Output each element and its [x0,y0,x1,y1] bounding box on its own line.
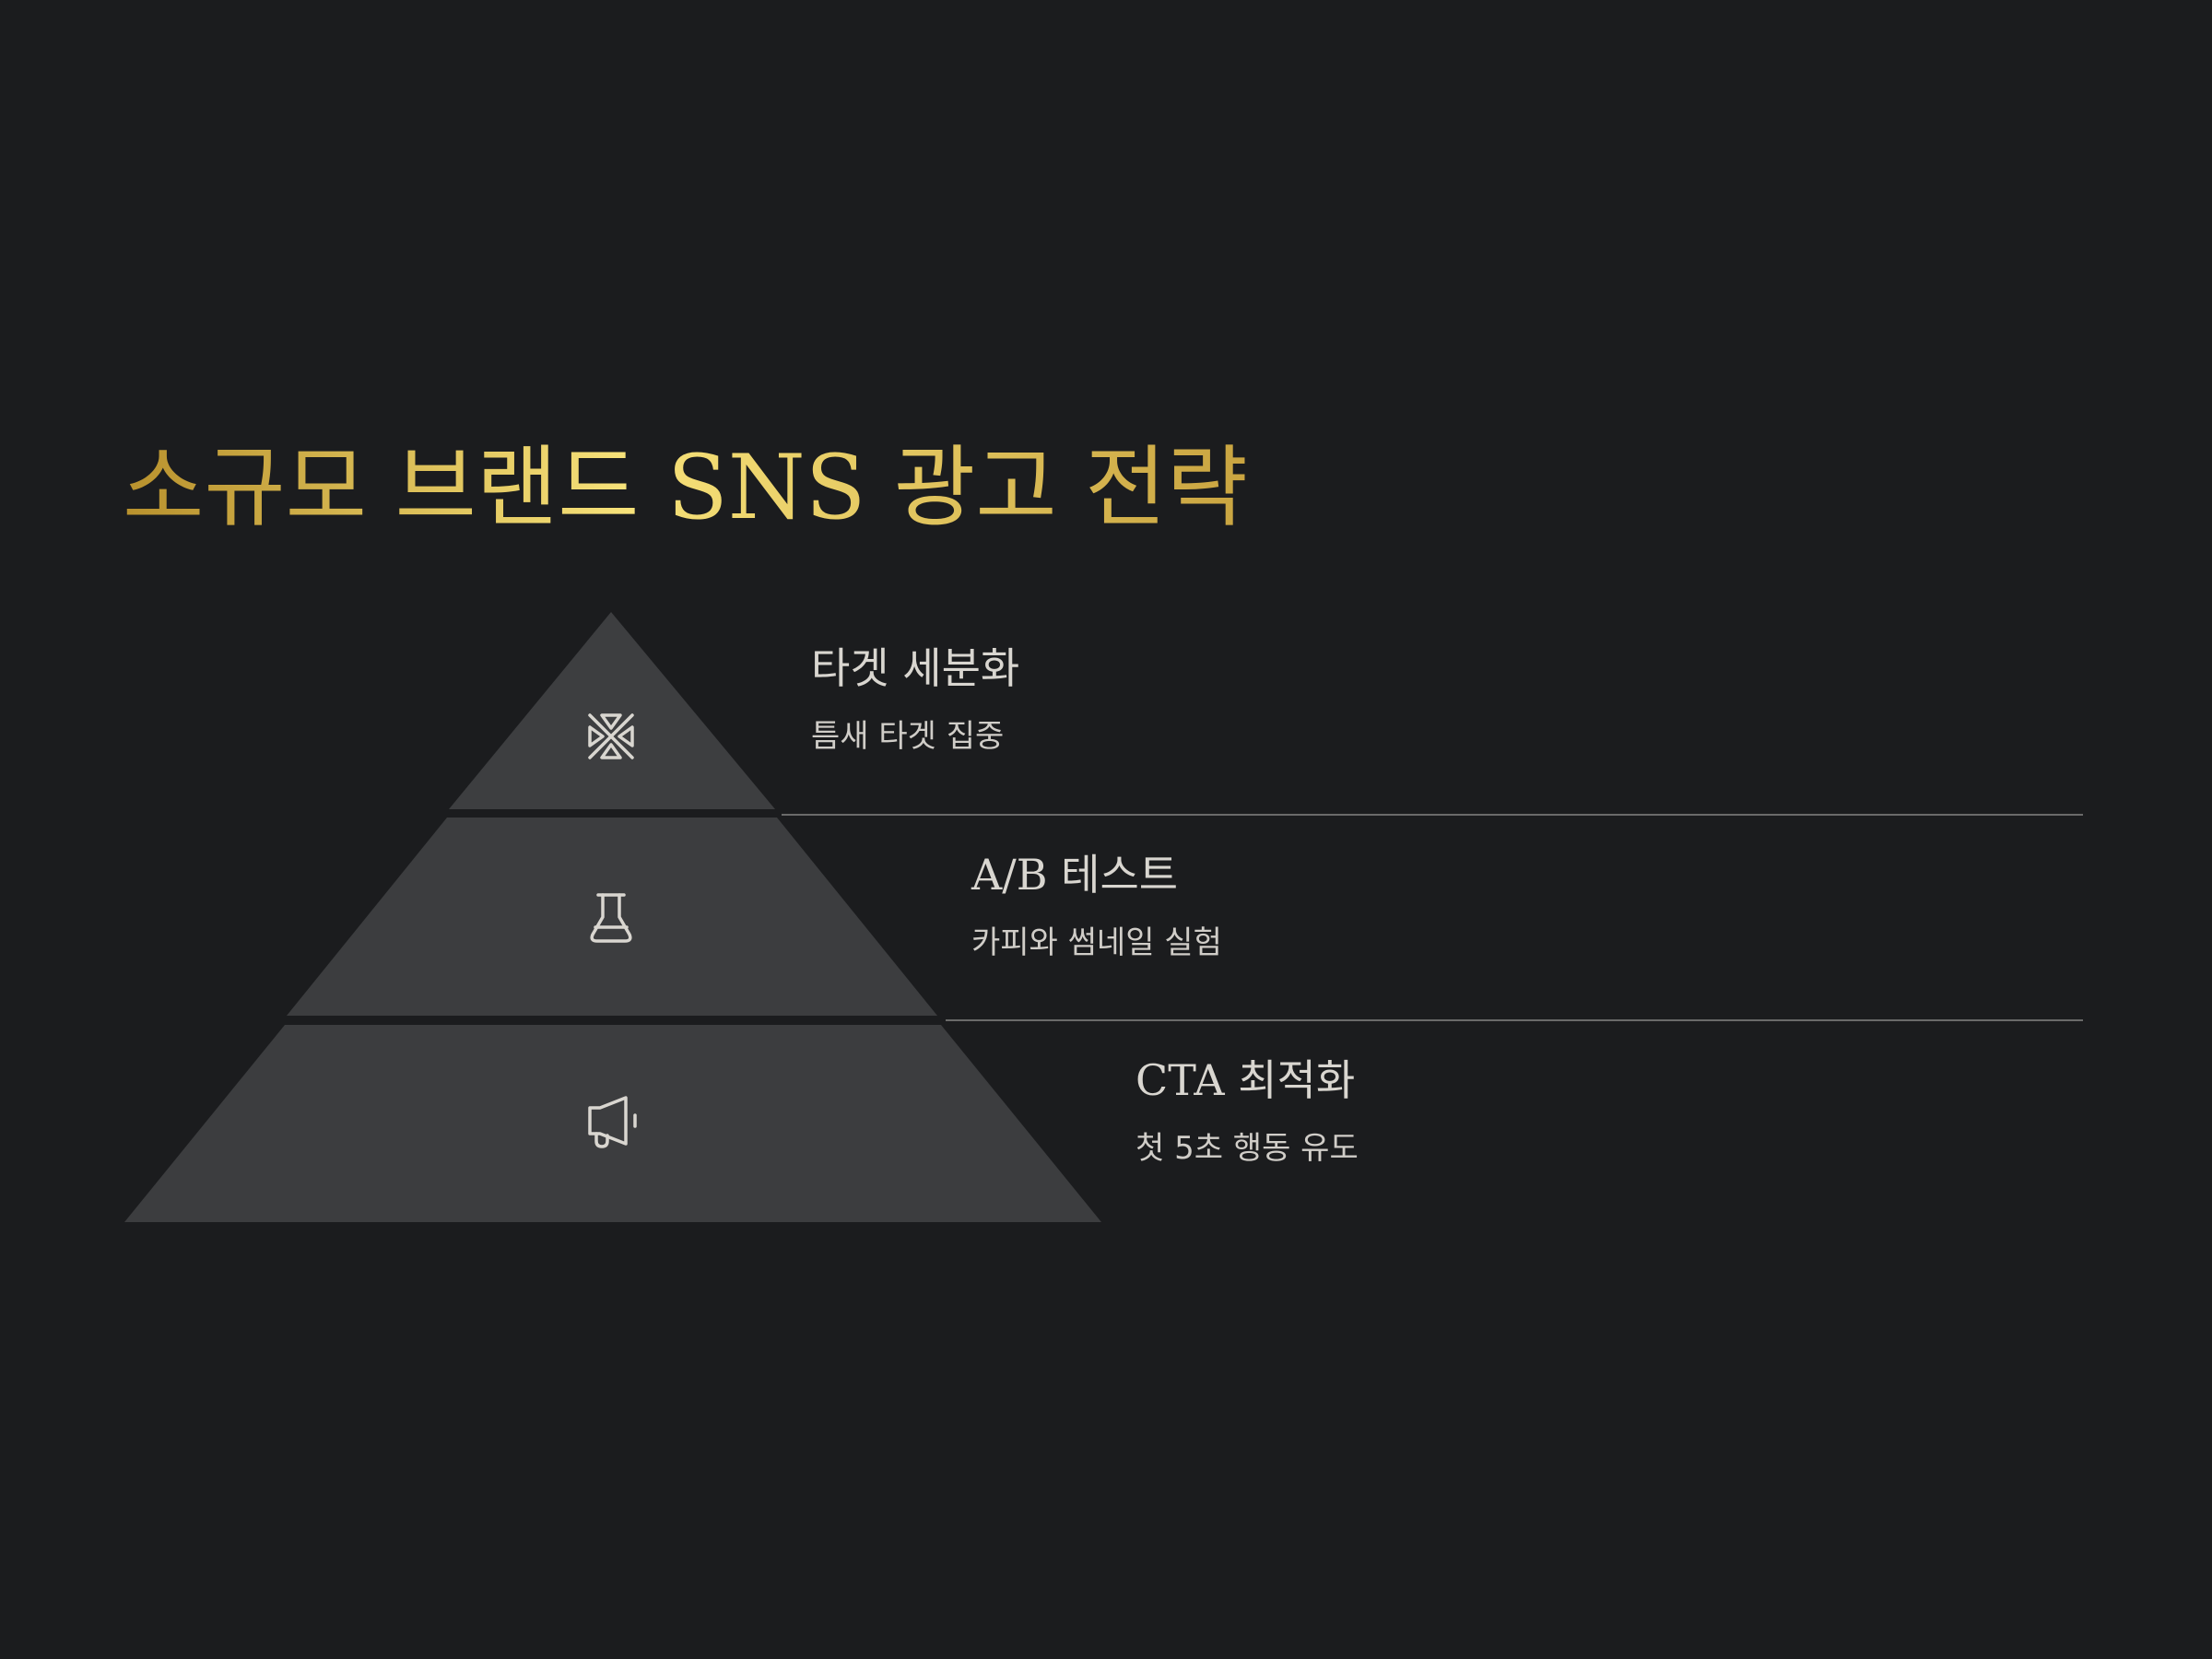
tier-1-text: 타겟 세분화 틈새 타겟 집중 [811,645,1019,755]
tier-3-heading: CTA 최적화 [1135,1055,1356,1105]
megaphone-icon [588,1096,637,1148]
pyramid-tier-1 [449,612,775,809]
tier-3-description: 첫 5초 행동 유도 [1135,1129,1359,1167]
pyramid-tier-2 [287,818,937,1016]
tier-1-description: 틈새 타겟 집중 [811,717,1005,755]
tier-1-heading: 타겟 세분화 [811,643,1020,693]
page-title: 소규모 브랜드 SNS 광고 전략 [123,436,1248,539]
page-title-text: 소규모 브랜드 SNS 광고 전략 [123,436,1248,539]
tier-2-text: A/B 테스트 카피와 썸네일 실험 [971,852,1222,961]
tier-2-heading: A/B 테스트 [971,850,1179,900]
target-arrows-icon [588,713,634,759]
flask-icon [590,893,632,943]
tier-3-text: CTA 최적화 첫 5초 행동 유도 [1135,1057,1359,1167]
tier-2-description: 카피와 썸네일 실험 [971,924,1222,961]
pyramid-tier-3 [124,1025,1101,1222]
